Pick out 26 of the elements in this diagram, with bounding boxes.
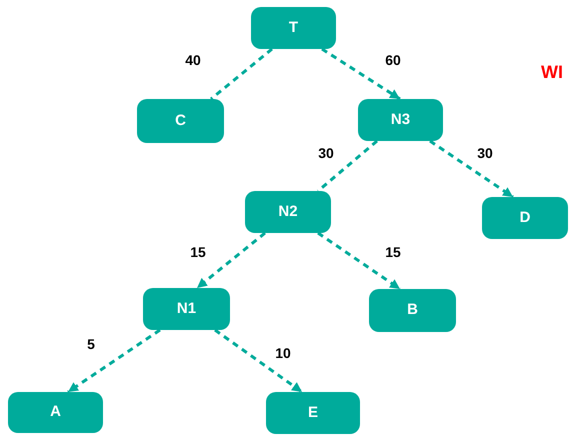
dashed-arrow [321,48,401,100]
tree-node-box: A [8,392,103,433]
tree-node-box: N1 [143,288,230,330]
edge-label: 15 [383,244,403,260]
tree-node-box: C [137,99,224,143]
tree-node-box: D [482,197,568,239]
dashed-arrow [214,328,303,394]
edge-label: 30 [316,145,336,161]
tree-node-box: N2 [245,191,331,233]
edge-label: 60 [383,52,403,68]
tree-node-box: T [251,7,336,49]
dashed-connector [210,48,273,100]
tree-node-box: N3 [358,99,443,141]
tree-node-box: B [369,289,456,332]
dashed-arrow [196,232,266,290]
tree-node-box: E [266,392,360,434]
edge-label: 10 [273,345,293,361]
dashed-connector [317,140,378,192]
dashed-arrow [67,328,161,394]
edge-label: 15 [188,244,208,260]
edge-label: 5 [85,336,97,352]
dashed-arrow [429,140,514,198]
note-text: WI [541,62,563,82]
edge-label: 40 [183,52,203,68]
edge-label: 30 [475,145,495,161]
dashed-arrow [317,232,401,290]
